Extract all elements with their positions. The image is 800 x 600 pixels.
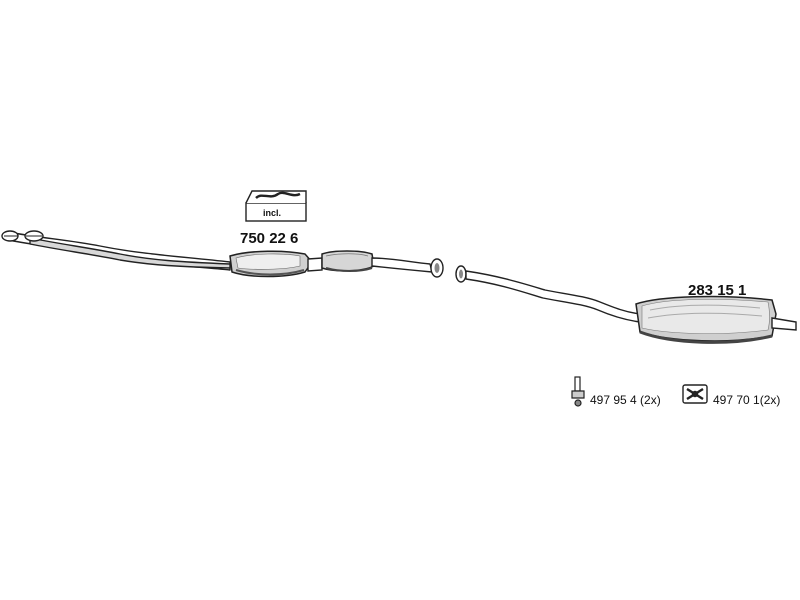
middle-pipe <box>371 257 444 278</box>
bracket-clamp-icon <box>571 376 585 407</box>
rear-pipe <box>455 265 641 323</box>
rear-silencer[interactable] <box>635 295 797 344</box>
accessory-part-number: 497 95 4 (2x) <box>590 393 661 407</box>
mounting-kit-icon: incl. <box>245 190 307 222</box>
tailpipe <box>771 317 797 331</box>
kit-included-label: incl. <box>263 208 281 218</box>
middle-silencer[interactable] <box>321 250 375 272</box>
rubber-hanger-icon <box>682 384 708 404</box>
front-downpipe <box>1 230 231 271</box>
intermediate-pipe <box>307 257 323 272</box>
catalytic-converter[interactable] <box>229 250 313 278</box>
accessory-part-number: 497 70 1(2x) <box>713 393 780 407</box>
rear-silencer-part-number: 283 15 1 <box>688 282 746 299</box>
catalytic-converter-part-number: 750 22 6 <box>240 230 298 247</box>
